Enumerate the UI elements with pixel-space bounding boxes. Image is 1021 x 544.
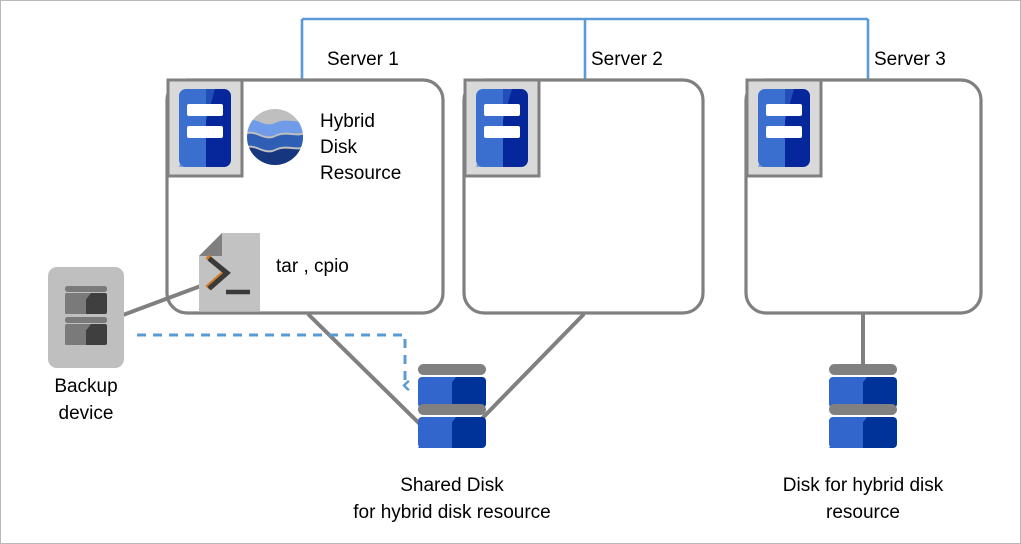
backup-device-icon <box>48 267 124 368</box>
server-box-3[interactable] <box>744 78 983 315</box>
hybrid-disk-icon <box>829 364 897 448</box>
server2-to-shared-disk-line <box>462 312 586 439</box>
shared-disk-icon <box>418 364 486 448</box>
backup-flow-arrow <box>137 333 405 385</box>
server1-to-shared-disk-line <box>306 312 435 439</box>
server-label-2: Server 2 <box>591 49 663 70</box>
server-icon-2 <box>463 78 541 178</box>
hybrid-disk-resource-label: Hybrid Disk Resource <box>320 111 402 184</box>
backup-device-to-server1-line <box>122 282 207 317</box>
server-label-1: Server 1 <box>327 49 399 70</box>
backup-command-label: tar , cpio <box>276 256 349 277</box>
server-icon-3 <box>745 78 823 178</box>
server-box-2[interactable] <box>462 78 705 315</box>
backup-device-label: Backup device <box>54 376 118 424</box>
script-document-icon <box>199 233 260 311</box>
shared-disk-label: Shared Disk for hybrid disk resource <box>353 475 551 523</box>
hybrid-disk-label: Disk for hybrid disk resource <box>782 475 944 523</box>
server-label-3: Server 3 <box>874 49 946 70</box>
globe-icon <box>247 109 303 165</box>
server-icon-1 <box>166 78 244 178</box>
